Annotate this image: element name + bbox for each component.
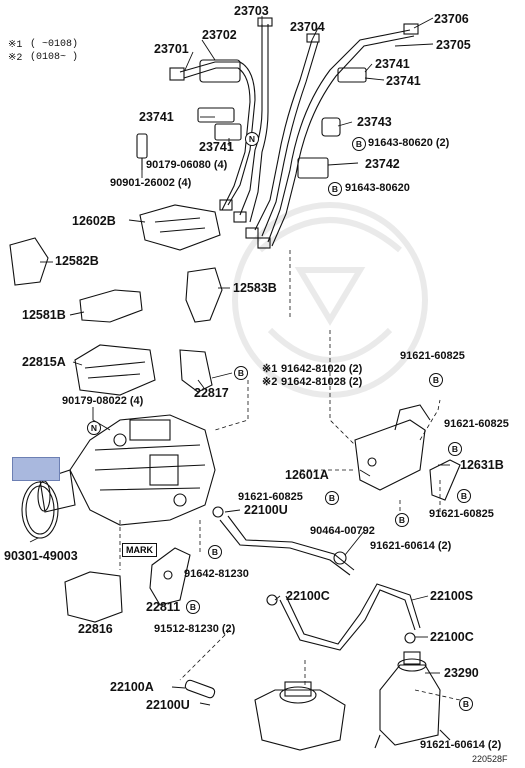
part-22811[interactable]: 22811 <box>146 600 181 614</box>
nut-symbol-n: N <box>245 132 259 146</box>
bracket-22817 <box>179 349 213 393</box>
leader-lines <box>29 16 450 706</box>
part-22100u-b[interactable]: 22100U <box>146 698 190 712</box>
part-23741-a[interactable]: 23741 <box>375 57 410 71</box>
bolt-symbol-b: B <box>208 545 222 559</box>
bolt-symbol-b: B <box>352 137 366 151</box>
bolt-symbol-b: B <box>186 600 200 614</box>
part-91642-81028[interactable]: 91642-81028 (2) <box>281 376 363 388</box>
insulator-22815a <box>74 344 156 396</box>
part-22815a[interactable]: 22815A <box>22 355 66 369</box>
mark-tag: MARK <box>122 543 157 557</box>
part-23702[interactable]: 23702 <box>202 28 237 42</box>
part-91642-81020[interactable]: 91642-81020 (2) <box>281 363 363 375</box>
clips <box>212 506 416 644</box>
cover-12581b <box>79 289 143 323</box>
part-90901-26002[interactable]: 90901-26002 (4) <box>110 177 192 189</box>
part-23741-d[interactable]: 23741 <box>199 140 234 154</box>
bolt-symbol-b: B <box>234 366 248 380</box>
vacuum-pump-base <box>254 681 346 751</box>
fuel-hose <box>219 515 421 651</box>
part-23705[interactable]: 23705 <box>436 38 471 52</box>
part-23743[interactable]: 23743 <box>357 115 392 129</box>
part-12601a[interactable]: 12601A <box>285 468 329 482</box>
diagram-reference-code: 220528F <box>472 754 508 764</box>
part-91621-60825-b[interactable]: 91621-60825 <box>444 418 509 430</box>
part-12582b[interactable]: 12582B <box>55 254 99 268</box>
note-1-mark: ※1 <box>8 40 23 51</box>
part-90301-49003[interactable]: 90301-49003 <box>4 549 78 563</box>
o-ring-90301 <box>21 481 59 539</box>
bolt-symbol-b: B <box>459 697 473 711</box>
bolt-symbol-b: B <box>429 373 443 387</box>
note-2-text: (0108~ ) <box>30 52 79 63</box>
part-90179-08022[interactable]: 90179-08022 (4) <box>62 395 144 407</box>
bolt-symbol-b: B <box>448 442 462 456</box>
part-23706[interactable]: 23706 <box>434 12 469 26</box>
part-12602b[interactable]: 12602B <box>72 214 116 228</box>
part-91621-60825-a[interactable]: 91621-60825 <box>400 350 465 362</box>
part-22100c-a[interactable]: 22100C <box>286 589 330 603</box>
part-12631b[interactable]: 12631B <box>460 458 504 472</box>
note-1-text: ( ~0108) <box>30 39 79 50</box>
part-91621-60614-2-a[interactable]: 91621-60614 (2) <box>370 540 452 552</box>
part-91621-60825-c[interactable]: 91621-60825 <box>429 508 494 520</box>
selected-part-highlight[interactable] <box>12 457 60 481</box>
part-23704[interactable]: 23704 <box>290 20 325 34</box>
part-90179-06080[interactable]: 90179-06080 (4) <box>146 159 228 171</box>
part-91621-60614-2-b[interactable]: 91621-60614 (2) <box>420 739 502 751</box>
part-23701[interactable]: 23701 <box>154 42 189 56</box>
bolt-symbol-b: B <box>328 182 342 196</box>
part-22817[interactable]: 22817 <box>194 386 229 400</box>
part-12583b[interactable]: 12583B <box>233 281 277 295</box>
part-23741-c[interactable]: 23741 <box>139 110 174 124</box>
part-22816[interactable]: 22816 <box>78 622 113 636</box>
dashed-guides <box>119 250 466 711</box>
bracket-12631b <box>429 459 461 501</box>
part-90464-00792[interactable]: 90464-00792 <box>310 525 375 537</box>
part-22100s[interactable]: 22100S <box>430 589 474 603</box>
bolt-symbol-b: B <box>457 489 471 503</box>
part-23741-b[interactable]: 23741 <box>386 74 421 88</box>
bracket-12601a <box>354 404 431 491</box>
pipe-22100a <box>184 679 216 699</box>
variant-mark-1: ※1 <box>262 363 278 375</box>
part-22100c-b[interactable]: 22100C <box>430 630 474 644</box>
note-2-mark: ※2 <box>8 53 23 64</box>
part-12581b[interactable]: 12581B <box>22 308 66 322</box>
cover-12582b <box>9 237 49 286</box>
cover-22816 <box>64 571 123 623</box>
part-22100a[interactable]: 22100A <box>110 680 154 694</box>
part-91643-80620[interactable]: 91643-80620 <box>345 182 410 194</box>
part-91642-81230[interactable]: 91642-81230 <box>184 568 249 580</box>
bracket-22811 <box>149 547 191 606</box>
variant-mark-2: ※2 <box>262 376 278 388</box>
bracket-12602b <box>139 204 221 251</box>
mount-23290 <box>374 651 451 749</box>
part-91621-60825-d[interactable]: 91621-60825 <box>238 491 303 503</box>
part-23742[interactable]: 23742 <box>365 157 400 171</box>
nut-symbol-n: N <box>87 421 101 435</box>
bolt-symbol-b: B <box>325 491 339 505</box>
part-23290[interactable]: 23290 <box>444 666 479 680</box>
part-23703[interactable]: 23703 <box>234 4 269 18</box>
bolt-symbol-b: B <box>395 513 409 527</box>
injection-pipes <box>169 17 419 249</box>
part-91512-81230[interactable]: 91512-81230 (2) <box>154 623 236 635</box>
part-22100u-a[interactable]: 22100U <box>244 503 288 517</box>
cover-12583b <box>185 267 223 323</box>
part-91643-80620-2[interactable]: 91643-80620 (2) <box>368 137 450 149</box>
injection-pump <box>37 414 216 526</box>
